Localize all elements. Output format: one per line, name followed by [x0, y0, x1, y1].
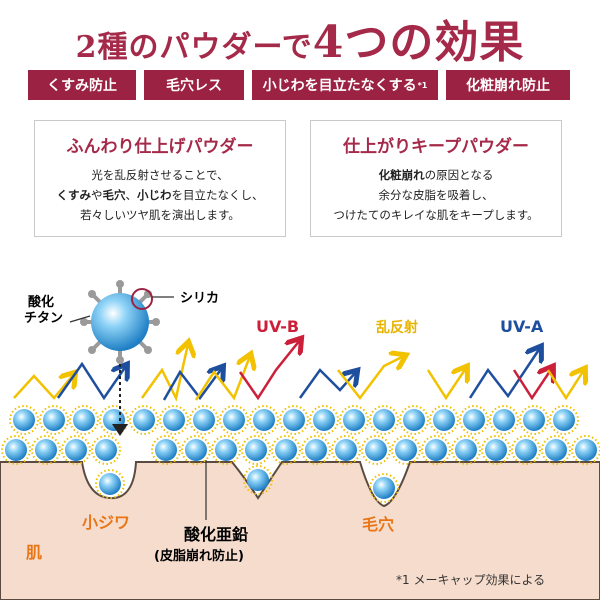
powder-particle	[159, 405, 189, 435]
effect-tag-label: くすみ防止	[47, 78, 117, 94]
card-text: 化粧崩れの原因となる 余分な皮脂を吸着し、 つけたてのキレイな肌をキープします。	[311, 165, 561, 225]
powder-particle	[459, 405, 489, 435]
titanium-label-1: 酸化	[28, 294, 54, 310]
wrinkle-label: 小ジワ	[82, 513, 130, 532]
scatter-label: 乱反射	[376, 319, 418, 336]
powder-particle	[489, 405, 519, 435]
powder-particle	[151, 435, 181, 465]
silica-label: シリカ	[180, 291, 219, 306]
powder-particle	[279, 405, 309, 435]
powder-particle	[241, 435, 271, 465]
powder-particle	[129, 405, 159, 435]
powder-particle	[219, 405, 249, 435]
card-heading: 仕上がりキープパウダー	[343, 137, 529, 157]
powder-particle	[9, 405, 39, 435]
card-line: 、	[125, 188, 138, 202]
powder-particle	[451, 435, 481, 465]
effect-tag-wrinkles: 小じわを目立たなくする*1	[252, 70, 438, 100]
card-line: 若々しいツヤ肌を演出します。	[80, 208, 240, 222]
titanium-leader	[69, 315, 91, 323]
powder-particle	[549, 405, 579, 435]
card-line: や	[91, 188, 103, 202]
powder-particle	[369, 473, 399, 503]
powder-particles	[1, 405, 600, 503]
card-heading: ふんわり仕上げパウダー	[66, 137, 254, 157]
powder-particle	[31, 435, 61, 465]
card-text: 光を乱反射させることで、 くすみや毛穴、小じわを目立たなくし、 若々しいツヤ肌を…	[35, 165, 285, 225]
card-line: の原因となる	[424, 168, 494, 182]
card-line: 光を乱反射させることで、	[91, 168, 229, 182]
powder-particle	[399, 405, 429, 435]
powder-particle	[339, 405, 369, 435]
titanium-dioxide-particle	[80, 280, 160, 364]
uvb-label: UV-B	[256, 317, 299, 336]
silica-highlight	[131, 288, 153, 310]
powder-particle	[481, 435, 511, 465]
uva-label: UV-A	[500, 317, 544, 336]
powder-particle	[1, 435, 31, 465]
zinc-sub-label: (皮脂崩れ防止)	[154, 548, 244, 564]
card-keep-powder: 仕上がりキープパウダー 化粧崩れの原因となる 余分な皮脂を吸着し、 つけたてのキ…	[310, 120, 562, 237]
powder-particle	[39, 405, 69, 435]
effect-tag-pores: 毛穴レス	[144, 70, 244, 100]
powder-particle	[309, 405, 339, 435]
card-highlight: 毛穴	[102, 188, 126, 202]
effect-tag-makeup: 化粧崩れ防止	[446, 70, 570, 100]
powder-particle	[99, 405, 129, 435]
titanium-label-2: チタン	[24, 311, 63, 326]
pore-label: 毛穴	[362, 515, 394, 534]
powder-particle	[369, 405, 399, 435]
effect-tag-label: 毛穴レス	[166, 78, 222, 94]
powder-particle	[421, 435, 451, 465]
zinc-label: 酸化亜鉛	[184, 525, 248, 544]
card-line: を目立たなくし、	[171, 188, 264, 202]
page-title: 2種のパウダーで4つの効果	[0, 6, 600, 70]
powder-particle	[331, 435, 361, 465]
powder-particle	[69, 405, 99, 435]
powder-particle	[189, 405, 219, 435]
card-highlight: 小じわ	[137, 188, 172, 202]
card-soft-powder: ふんわり仕上げパウダー 光を乱反射させることで、 くすみや毛穴、小じわを目立たな…	[34, 120, 286, 237]
powder-particle	[271, 435, 301, 465]
powder-particle	[511, 435, 541, 465]
footnote: *1 メーキャップ効果による	[396, 572, 545, 587]
card-line: 余分な皮脂を吸着し、	[378, 188, 494, 202]
powder-particle	[211, 435, 241, 465]
powder-particle	[429, 405, 459, 435]
powder-particle	[391, 435, 421, 465]
powder-particle	[61, 435, 91, 465]
skin-label: 肌	[26, 543, 42, 562]
powder-particle	[243, 465, 273, 495]
powder-diagram: 酸化 チタン シリカ UV-B 乱反射 UV-A 小ジワ 酸化亜鉛 (皮脂崩れ防…	[0, 280, 600, 600]
effect-tag-label: 化粧崩れ防止	[466, 78, 550, 94]
powder-particle	[95, 469, 125, 499]
powder-particle	[91, 435, 121, 465]
card-highlight: くすみ	[56, 188, 92, 202]
powder-particle	[571, 435, 600, 465]
effect-tag-label: 小じわを目立たなくする	[262, 78, 417, 94]
light-arrows	[13, 340, 584, 402]
title-part2: 4つの効果	[312, 17, 525, 68]
card-highlight: 化粧崩れ	[378, 168, 425, 182]
powder-particle	[301, 435, 331, 465]
powder-particle	[181, 435, 211, 465]
skin-layer	[0, 461, 600, 600]
powder-particle	[519, 405, 549, 435]
effect-tag-note: *1	[417, 80, 428, 90]
powder-particle	[541, 435, 571, 465]
effect-tag-dullness: くすみ防止	[28, 70, 136, 100]
powder-particle	[361, 435, 391, 465]
title-part1: 2種のパウダーで	[75, 30, 313, 65]
powder-particle	[249, 405, 279, 435]
card-line: つけたてのキレイな肌をキープします。	[333, 208, 539, 222]
